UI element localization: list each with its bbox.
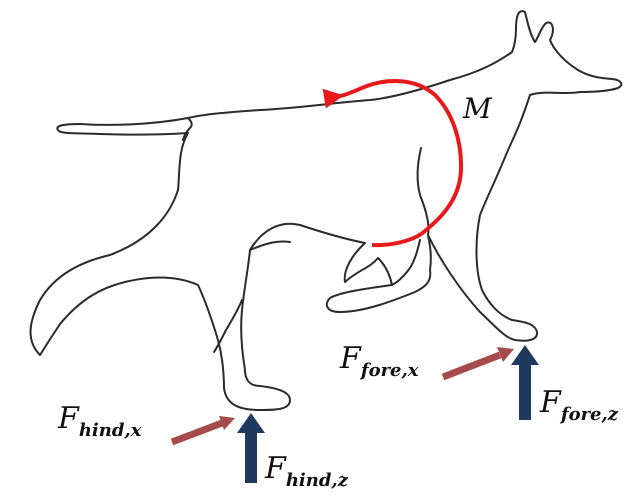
moment-arrow xyxy=(340,81,461,245)
dog-hind-inner xyxy=(214,300,242,352)
hind-x-force xyxy=(172,416,235,442)
hind-x-label: Fhind,x xyxy=(57,401,142,441)
hind-z-label: Fhind,z xyxy=(264,451,349,491)
dog-fore-inner xyxy=(392,240,420,285)
fore-z-force xyxy=(511,345,539,420)
dog-outline xyxy=(31,11,622,410)
hind-z-force xyxy=(237,413,265,483)
moment-label: M xyxy=(462,92,493,125)
dog-body-contour xyxy=(31,11,622,410)
dog-back-leg-inner xyxy=(183,118,192,140)
fore-z-label: Ffore,z xyxy=(539,385,619,425)
dog-front-leg-inner xyxy=(417,148,428,235)
fore-x-force xyxy=(443,347,514,377)
fore-x-label: Ffore,x xyxy=(339,341,419,381)
